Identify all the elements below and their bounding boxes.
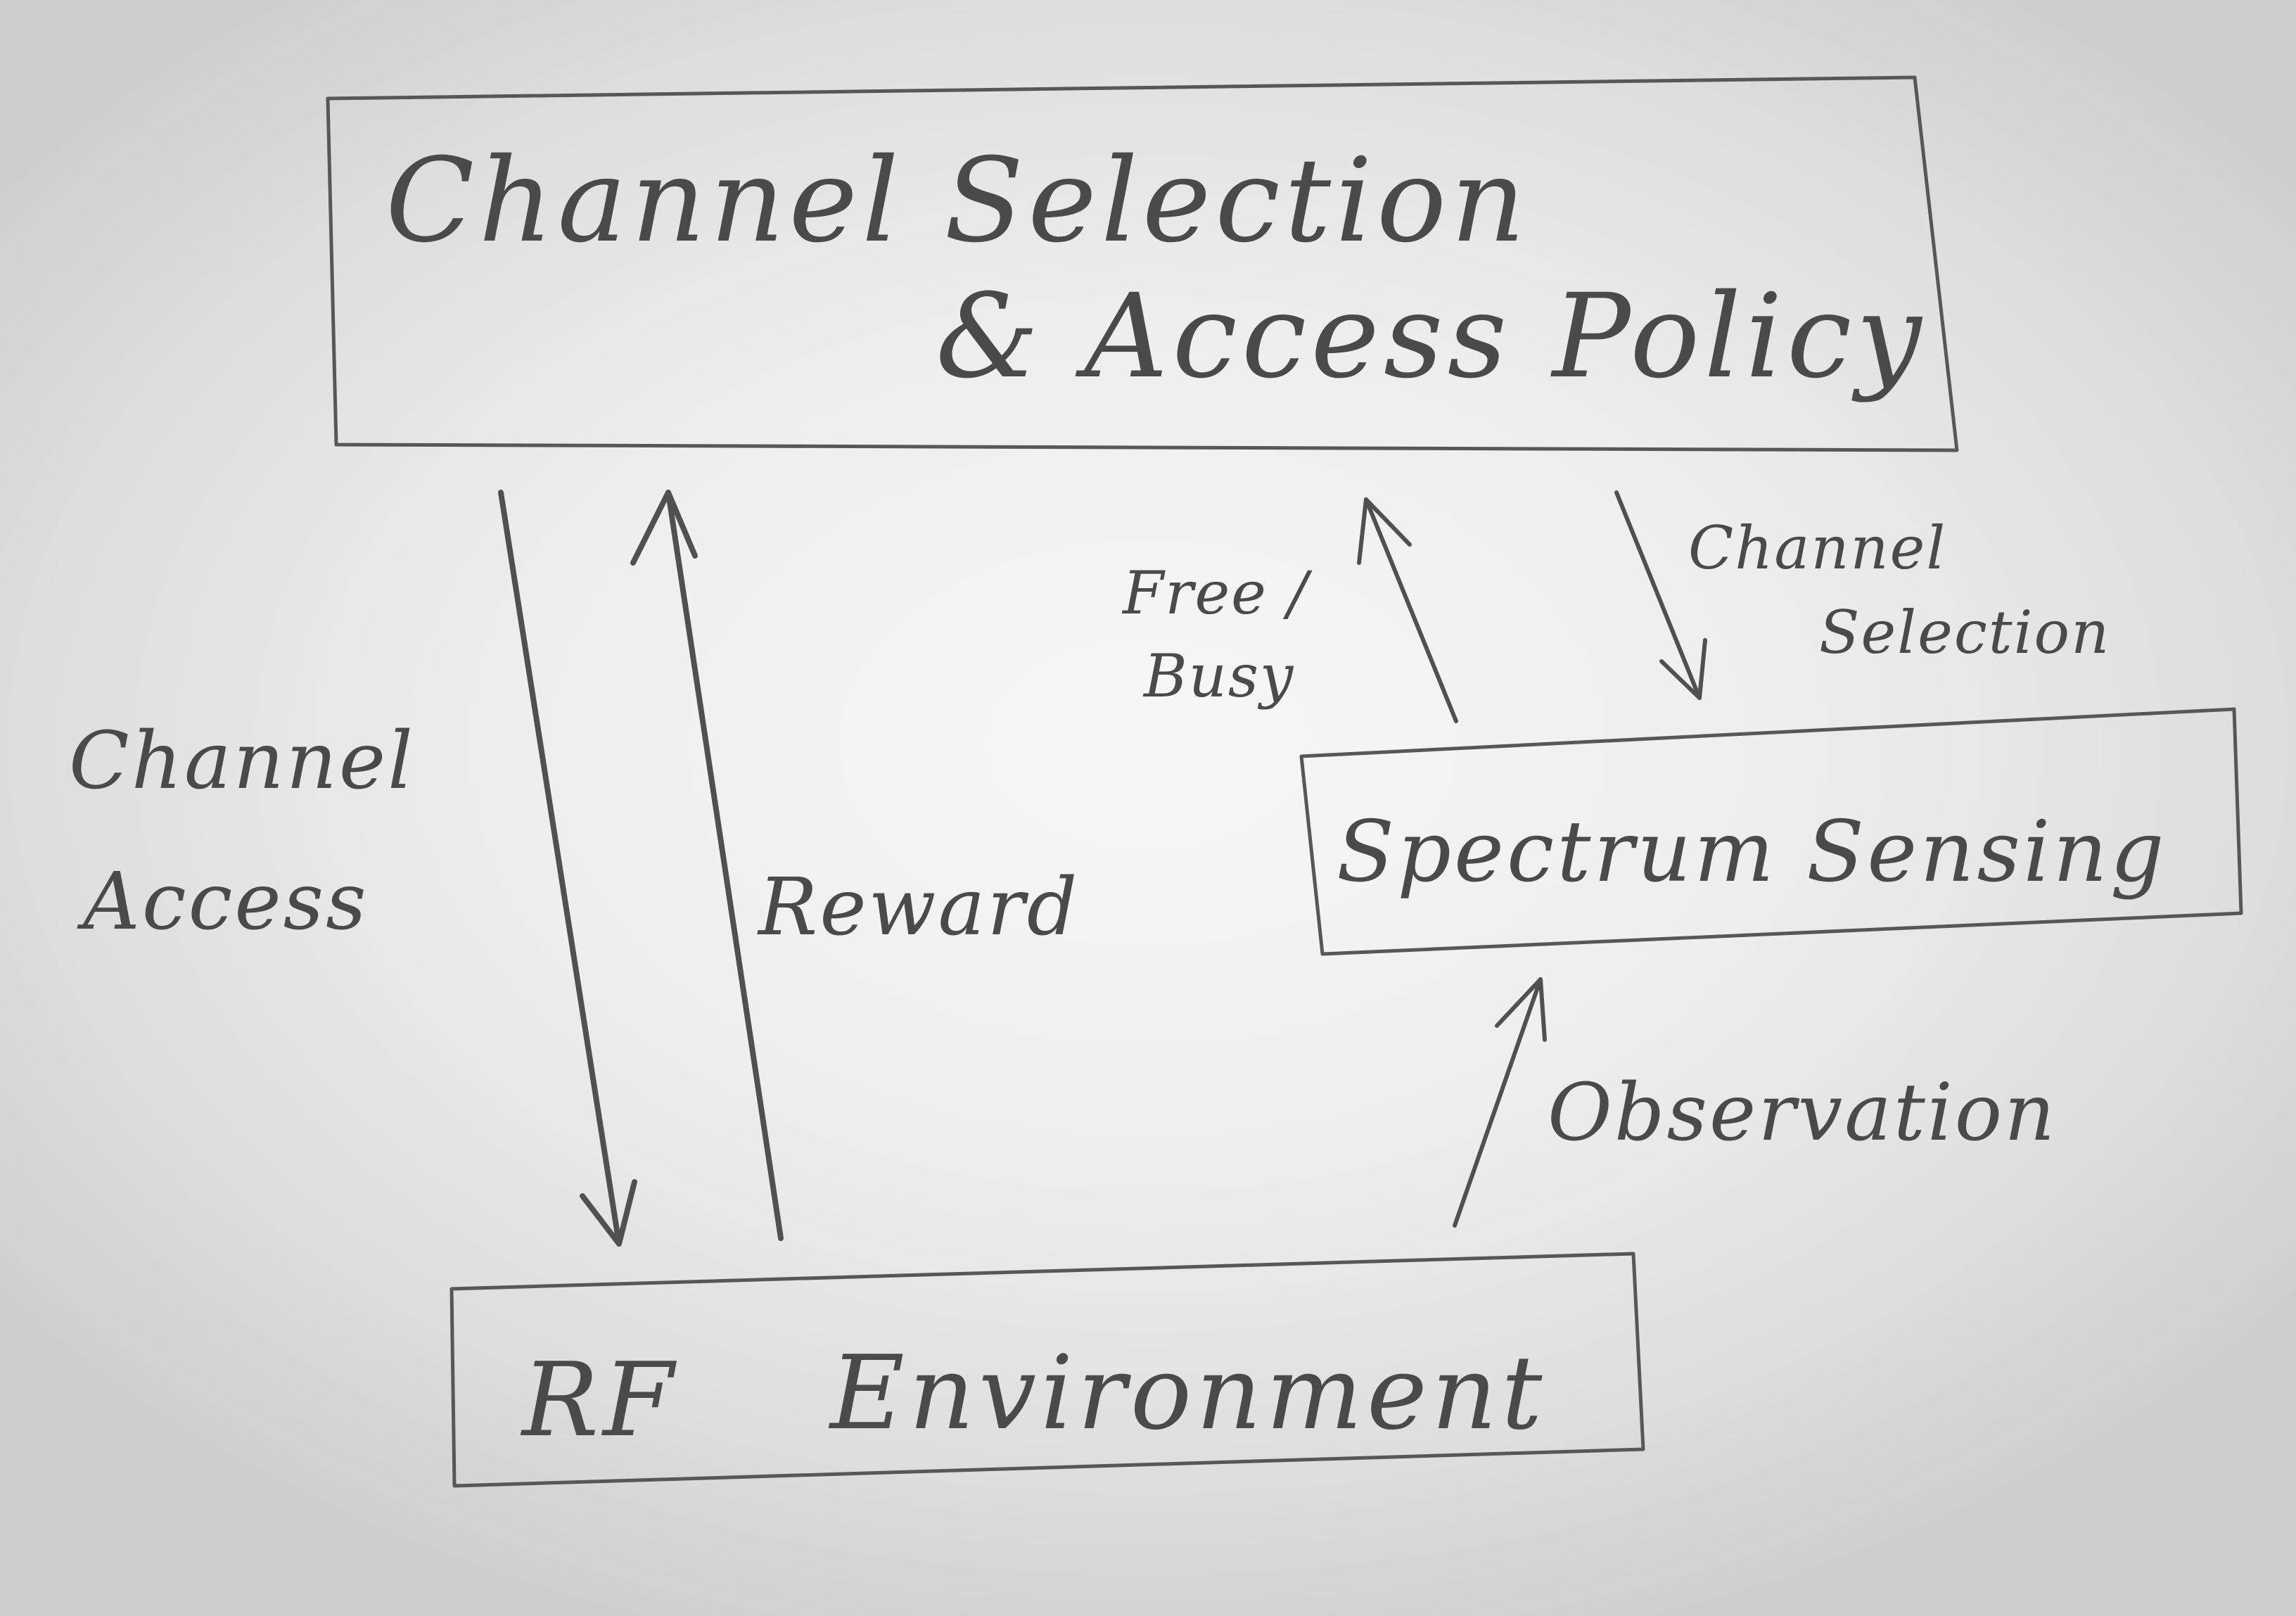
environment-box [449,1252,1645,1488]
policy-node: Channel Selection & Access Policy [326,75,1959,452]
channel-selection-label: Channel Selection [1688,514,2110,667]
channel-access-label-line1: Channel [69,715,415,807]
environment-label-rf: RF [520,1341,678,1460]
channel-selection-label-line1: Channel [1688,514,1946,583]
channel-selection-label-line2: Selection [1819,598,2110,667]
sensing-node: Spectrum Sensing [1299,707,2243,956]
free-busy-label-line1: Free / [1121,559,1313,628]
reward-label: Reward [757,862,1079,953]
environment-label-env: Environment [828,1334,1546,1453]
sensing-box [1299,707,2243,956]
policy-label-line1: Channel Selection [385,133,1529,268]
environment-node: RF Environment [449,1252,1645,1488]
channel-access-label: Channel Access [69,715,415,948]
observation-label: Observation [1548,1067,2057,1159]
policy-box [326,75,1959,452]
free-busy-label: Free / Busy [1121,559,1313,711]
observation-arrow [1453,977,1547,1228]
channel-access-arrow [498,490,637,1247]
free-busy-arrow [1357,497,1458,723]
sensing-label: Spectrum Sensing [1337,803,2167,901]
policy-label-line2: & Access Policy [936,269,1926,404]
reward-arrow [630,490,784,1241]
free-busy-label-line2: Busy [1142,642,1294,711]
channel-selection-arrow [1614,490,1707,700]
channel-access-label-line2: Access [77,856,369,948]
